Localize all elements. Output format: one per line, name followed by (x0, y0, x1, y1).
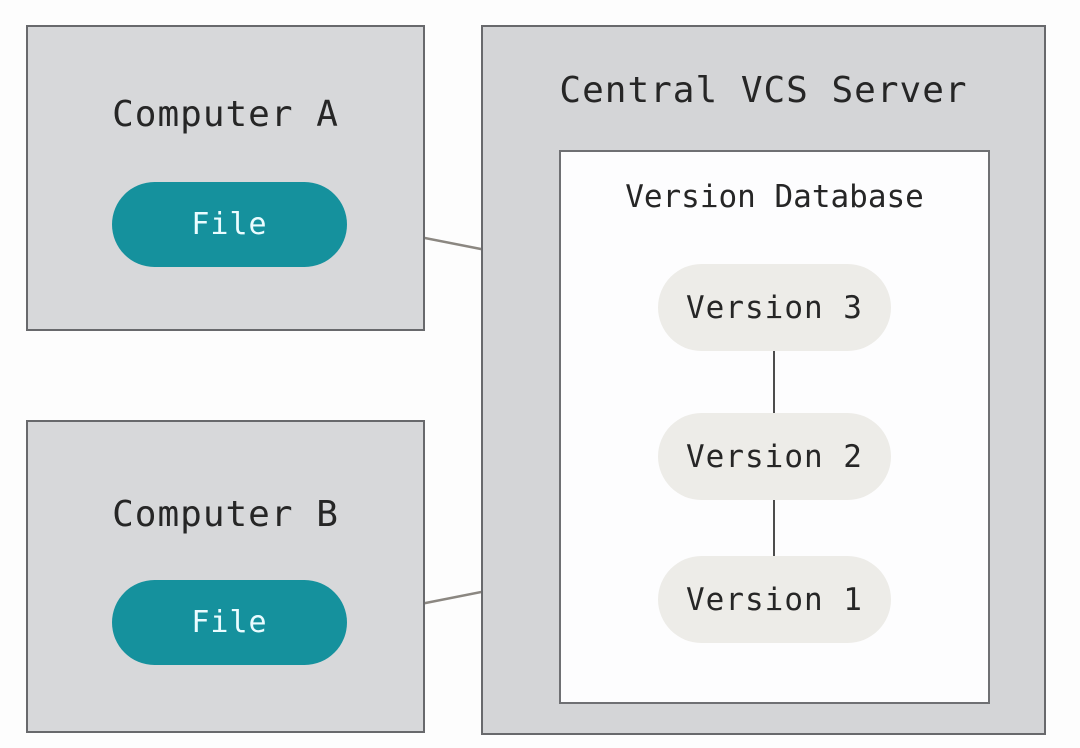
version-database-box: Version Database Version 3 Version 2 Ver… (559, 150, 990, 704)
version-connector-3-2 (773, 351, 775, 413)
central-vcs-server-title: Central VCS Server (559, 70, 968, 111)
computer-a-title: Computer A (112, 94, 339, 135)
version-3-node: Version 3 (658, 264, 891, 351)
central-vcs-server-box: Central VCS Server Version Database Vers… (481, 25, 1046, 735)
computer-b-file-label: File (191, 605, 268, 640)
computer-b-file-node: File (112, 580, 347, 665)
computer-b-title: Computer B (112, 494, 339, 535)
version-3-label: Version 3 (686, 289, 863, 326)
computer-a-file-label: File (191, 207, 268, 242)
version-database-title: Version Database (625, 179, 924, 215)
version-2-node: Version 2 (658, 413, 891, 500)
version-connector-2-1 (773, 500, 775, 557)
version-1-node: Version 1 (658, 556, 891, 643)
computer-a-file-node: File (112, 182, 347, 267)
computer-b-box: Computer B File (26, 420, 425, 733)
version-2-label: Version 2 (686, 438, 863, 475)
version-1-label: Version 1 (686, 581, 863, 618)
computer-a-box: Computer A File (26, 25, 425, 331)
